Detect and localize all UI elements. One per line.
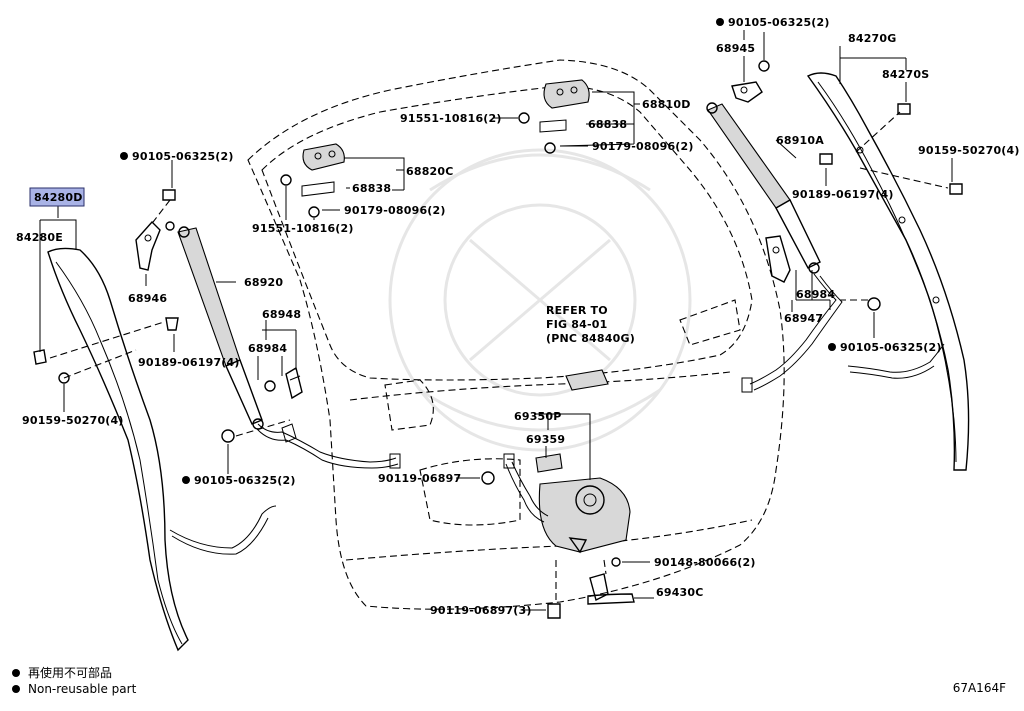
highlighted-part-box [29,187,85,207]
label-68838-right[interactable]: 68838 [588,118,627,131]
fasteners [33,103,963,619]
label-91551-left[interactable]: 91551-10816(2) [252,222,354,235]
handle-switch [565,369,609,391]
label-69430C[interactable]: 69430C [656,586,704,599]
left-stay-clip-68948 [264,366,303,400]
refer-note-line3[interactable]: (PNC 84840G) [546,332,635,345]
label-90105-bottom-left[interactable]: 90105-06325(2) [194,474,296,487]
label-69359[interactable]: 69359 [526,433,565,446]
right-bracket-68947 [765,235,791,283]
label-84280E[interactable]: 84280E [16,231,63,244]
label-90159-left[interactable]: 90159-50270(4) [22,414,124,427]
label-68810D[interactable]: 68810D [642,98,691,111]
label-90148[interactable]: 90148-80066(2) [654,556,756,569]
label-90189-left[interactable]: 90189-06197(4) [138,356,240,369]
left-strut-68920 [177,226,264,430]
label-68910A[interactable]: 68910A [776,134,824,147]
label-90179-left[interactable]: 90179-08096(2) [344,204,446,217]
hinge-68820C [280,143,345,218]
left-side-garnish-84280E [47,247,277,652]
label-68948[interactable]: 68948 [262,308,301,321]
left-bracket-68946 [135,220,161,271]
back-door-closer-69350P [503,453,631,554]
bullet-icon [12,668,20,677]
non-reusable-dot [828,343,836,351]
watermark-emblem [388,148,692,452]
label-90105-top-right[interactable]: 90105-06325(2) [728,16,830,29]
label-91551-right[interactable]: 91551-10816(2) [400,112,502,125]
part-labels: 84280D 84280E 68946 68920 68948 68984 68… [16,16,1020,617]
refer-note-line1: REFER TO [546,304,608,317]
label-68984-right[interactable]: 68984 [796,288,835,301]
striker-69430C [587,573,635,605]
diagram-code: 67A164F [952,681,1006,695]
right-strut-68910A [706,102,821,274]
label-90159-right[interactable]: 90159-50270(4) [918,144,1020,157]
non-reusable-dot [120,152,128,160]
label-90105-top-left[interactable]: 90105-06325(2) [132,150,234,163]
label-90189-right[interactable]: 90189-06197(4) [792,188,894,201]
label-68947[interactable]: 68947 [784,312,823,325]
label-68984-left[interactable]: 68984 [248,342,287,355]
refer-note-line2[interactable]: FIG 84-01 [546,318,607,331]
non-reusable-dot [716,18,724,26]
right-side-garnish-84270G [806,72,970,471]
label-90119-mid[interactable]: 90119-06897 [378,472,461,485]
label-84270S[interactable]: 84270S [882,68,929,81]
legend-en: Non-reusable part [12,682,136,696]
left-wire-harness [257,423,401,469]
leader-lines [39,30,953,611]
cover-69359 [535,453,563,473]
label-68945[interactable]: 68945 [716,42,755,55]
right-wire-harness [741,273,945,393]
bullet-icon [12,684,20,693]
label-68946[interactable]: 68946 [128,292,167,305]
legend-jp-text: 再使用不可部品 [28,666,113,680]
back-door-outline [247,59,785,610]
label-84270G[interactable]: 84270G [848,32,897,45]
label-68820C[interactable]: 68820C [406,165,454,178]
label-90179-right[interactable]: 90179-08096(2) [592,140,694,153]
non-reusable-dot [182,476,190,484]
label-84280D[interactable]: 84280D [34,191,83,204]
legend-jp: 再使用不可部品 [12,664,112,681]
label-68920[interactable]: 68920 [244,276,283,289]
label-90119-bottom[interactable]: 90119-06897(3) [430,604,532,617]
label-69350P[interactable]: 69350P [514,410,562,423]
right-bracket-68945 [731,60,770,103]
hinge-68810D [518,79,590,154]
label-68838-left[interactable]: 68838 [352,182,391,195]
legend-en-text: Non-reusable part [28,682,137,696]
label-90105-mid-right[interactable]: 90105-06325(2) [840,341,942,354]
